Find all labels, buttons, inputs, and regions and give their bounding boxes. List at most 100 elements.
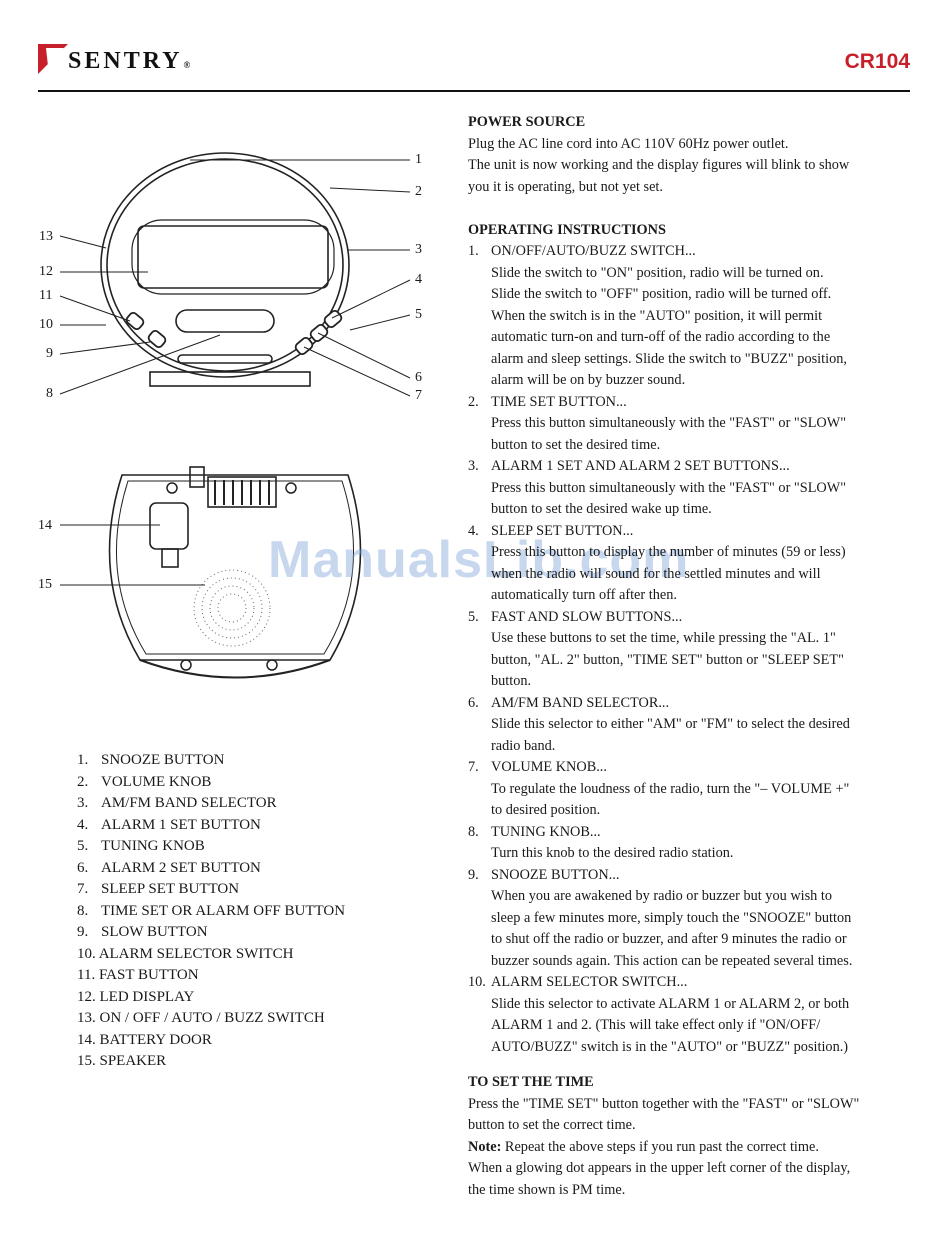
instruction-line: automatic turn-on and turn-off of the ra… — [491, 329, 831, 345]
list-item: 13. ON / OFF / AUTO / BUZZ SWITCH — [77, 1010, 325, 1026]
instructions-column: POWER SOURCE Plug the AC line cord into … — [468, 112, 912, 1201]
instruction-line: Press this button simultaneously with th… — [491, 479, 847, 496]
instruction-line: Use these buttons to set the time, while… — [491, 630, 836, 646]
list-item: 4.ALARM 1 SET BUTTON — [77, 816, 261, 833]
instruction-number: 7. — [468, 759, 479, 775]
instruction-number: 4. — [468, 522, 479, 539]
callout-15: 15 — [38, 577, 52, 592]
note-text: Repeat the above steps if you run past t… — [501, 1138, 819, 1155]
instruction-line: Press this button to display the number … — [491, 544, 846, 560]
instruction-heading: 1.ON/OFF/AUTO/BUZZ SWITCH... — [468, 241, 912, 263]
note-label: Note: — [468, 1138, 502, 1155]
instruction-line: To regulate the loudness of the radio, t… — [491, 780, 850, 797]
instruction-heading: 2. TIME SET BUTTON... — [468, 392, 912, 414]
instruction-line: radio band. — [491, 737, 556, 754]
callout-1: 1 — [415, 152, 422, 167]
callout-12: 12 — [39, 264, 53, 279]
power-line: you it is operating, but not yet set. — [468, 178, 663, 195]
instruction-line: ALARM 1 and 2. (This will take effect on… — [491, 1017, 821, 1033]
instruction-title: TIME SET BUTTON... — [491, 393, 627, 410]
instruction-item: 10. ALARM SELECTOR SWITCH... Slide this se… — [468, 972, 912, 1058]
set-time-line: Press the "TIME SET" button together wit… — [468, 1095, 860, 1112]
instruction-line: sleep a few minutes more, simply touch t… — [491, 909, 852, 926]
instruction-line: alarm and sleep settings. Slide the swit… — [491, 350, 847, 367]
instruction-item: 7. VOLUME KNOB... To regulate the loudness… — [468, 757, 912, 822]
instruction-title: AM/FM BAND SELECTOR... — [491, 694, 670, 711]
instruction-item: 6. AM/FM BAND SELECTOR... Slide this selec… — [468, 693, 912, 758]
callout-9: 9 — [46, 346, 53, 361]
instruction-item: 4.SLEEP SET BUTTON...Press this button t… — [468, 521, 912, 607]
brand-name: SENTRY® — [68, 48, 191, 74]
instruction-number: 1. — [468, 243, 479, 259]
callout-5: 5 — [415, 307, 422, 322]
list-item: 12. LED DISPLAY — [77, 988, 195, 1005]
instruction-heading: 7. VOLUME KNOB... — [468, 757, 912, 779]
list-item: 6.ALARM 2 SET BUTTON — [77, 859, 261, 876]
instruction-line: Slide the switch to "ON" position, radio… — [491, 264, 824, 281]
instruction-item: 3. ALARM 1 SET AND ALARM 2 SET BUTTONS...… — [468, 456, 912, 521]
instruction-line: buzzer sounds again. This action can be … — [491, 952, 853, 969]
list-item: 7.SLEEP SET BUTTON — [77, 881, 240, 897]
instruction-heading: 9.SNOOZE BUTTON... — [468, 865, 912, 887]
instruction-line: automatically turn off after then. — [491, 587, 677, 603]
list-item: 3.AM/FM BAND SELECTOR — [77, 795, 277, 811]
list-item: 10. ALARM SELECTOR SWITCH — [77, 945, 294, 962]
instruction-heading: 10. ALARM SELECTOR SWITCH... — [468, 972, 912, 994]
callout-2: 2 — [415, 184, 422, 199]
instruction-line: when the radio will sound for the settle… — [491, 565, 821, 582]
instruction-line: AUTO/BUZZ" switch is in the "AUTO" or "B… — [491, 1038, 849, 1055]
instruction-number: 5. — [468, 608, 479, 625]
clock-front-diagram: 1 2 3 4 5 6 7 8 9 10 11 12 13 — [30, 140, 430, 410]
instruction-number: 8. — [468, 823, 479, 840]
note-line: Note: Repeat the above steps if you run … — [468, 1137, 912, 1159]
callout-8: 8 — [46, 386, 53, 401]
instruction-number: 2. — [468, 393, 479, 410]
list-item: 9.SLOW BUTTON — [77, 924, 208, 940]
instruction-heading: 3. ALARM 1 SET AND ALARM 2 SET BUTTONS... — [468, 456, 912, 478]
instruction-number: 6. — [468, 694, 479, 711]
instruction-title: ALARM SELECTOR SWITCH... — [491, 974, 688, 990]
list-item: 11. FAST BUTTON — [77, 967, 199, 983]
instruction-line: When you are awakened by radio or buzzer… — [491, 888, 833, 904]
power-line: Plug the AC line cord into AC 110V 60Hz … — [468, 135, 789, 152]
callout-6: 6 — [415, 370, 422, 385]
callout-11: 11 — [39, 288, 53, 303]
instruction-title: FAST AND SLOW BUTTONS... — [491, 608, 683, 625]
clock-back-diagram: 14 15 — [30, 455, 430, 705]
instruction-title: ALARM 1 SET AND ALARM 2 SET BUTTONS... — [491, 458, 790, 474]
instruction-item: 5. FAST AND SLOW BUTTONS... Use these butt… — [468, 607, 912, 693]
instruction-item: 8.TUNING KNOB...Turn this knob to the de… — [468, 822, 912, 865]
callout-14: 14 — [38, 518, 52, 533]
list-item: 14. BATTERY DOOR — [77, 1031, 212, 1048]
instruction-line: Turn this knob to the desired radio stat… — [491, 845, 734, 861]
callout-10: 10 — [39, 317, 53, 332]
instruction-item: 1.ON/OFF/AUTO/BUZZ SWITCH...Slide the sw… — [468, 241, 912, 392]
instruction-line: button to set the desired wake up time. — [491, 501, 712, 517]
instruction-heading: 8.TUNING KNOB... — [468, 822, 912, 844]
instruction-line: alarm will be on by buzzer sound. — [491, 372, 686, 388]
instruction-line: Press this button simultaneously with th… — [491, 415, 847, 431]
set-time-line: the time shown is PM time. — [468, 1181, 626, 1198]
instruction-number: 10. — [468, 974, 486, 990]
list-item: 8.TIME SET OR ALARM OFF BUTTON — [77, 902, 346, 919]
instruction-title: VOLUME KNOB... — [491, 759, 607, 775]
instruction-item: 2. TIME SET BUTTON... Press this button si… — [468, 392, 912, 457]
power-line: The unit is now working and the display … — [468, 157, 850, 173]
instruction-line: button, "AL. 2" button, "TIME SET" butto… — [491, 651, 844, 668]
instruction-number: 3. — [468, 458, 479, 474]
callout-3: 3 — [415, 242, 422, 257]
parts-list: 1.SNOOZE BUTTON 2.VOLUME KNOB 3.AM/FM BA… — [77, 750, 345, 1073]
instruction-line: Slide this selector to activate ALARM 1 … — [491, 995, 850, 1012]
callout-4: 4 — [415, 272, 422, 287]
list-item: 5.TUNING KNOB — [77, 838, 205, 854]
list-item: 1.SNOOZE BUTTON — [77, 752, 225, 768]
power-source-heading: POWER SOURCE — [468, 114, 586, 130]
instruction-heading: 4.SLEEP SET BUTTON... — [468, 521, 912, 543]
model-number: CR104 — [844, 50, 910, 73]
list-item: 2.VOLUME KNOB — [77, 773, 212, 790]
instruction-line: button to set the desired time. — [491, 436, 661, 453]
list-item: 15. SPEAKER — [77, 1053, 167, 1069]
instruction-line: When the switch is in the "AUTO" positio… — [491, 307, 823, 324]
callout-13: 13 — [39, 229, 53, 244]
instruction-line: Slide this selector to either "AM" or "F… — [491, 716, 850, 732]
